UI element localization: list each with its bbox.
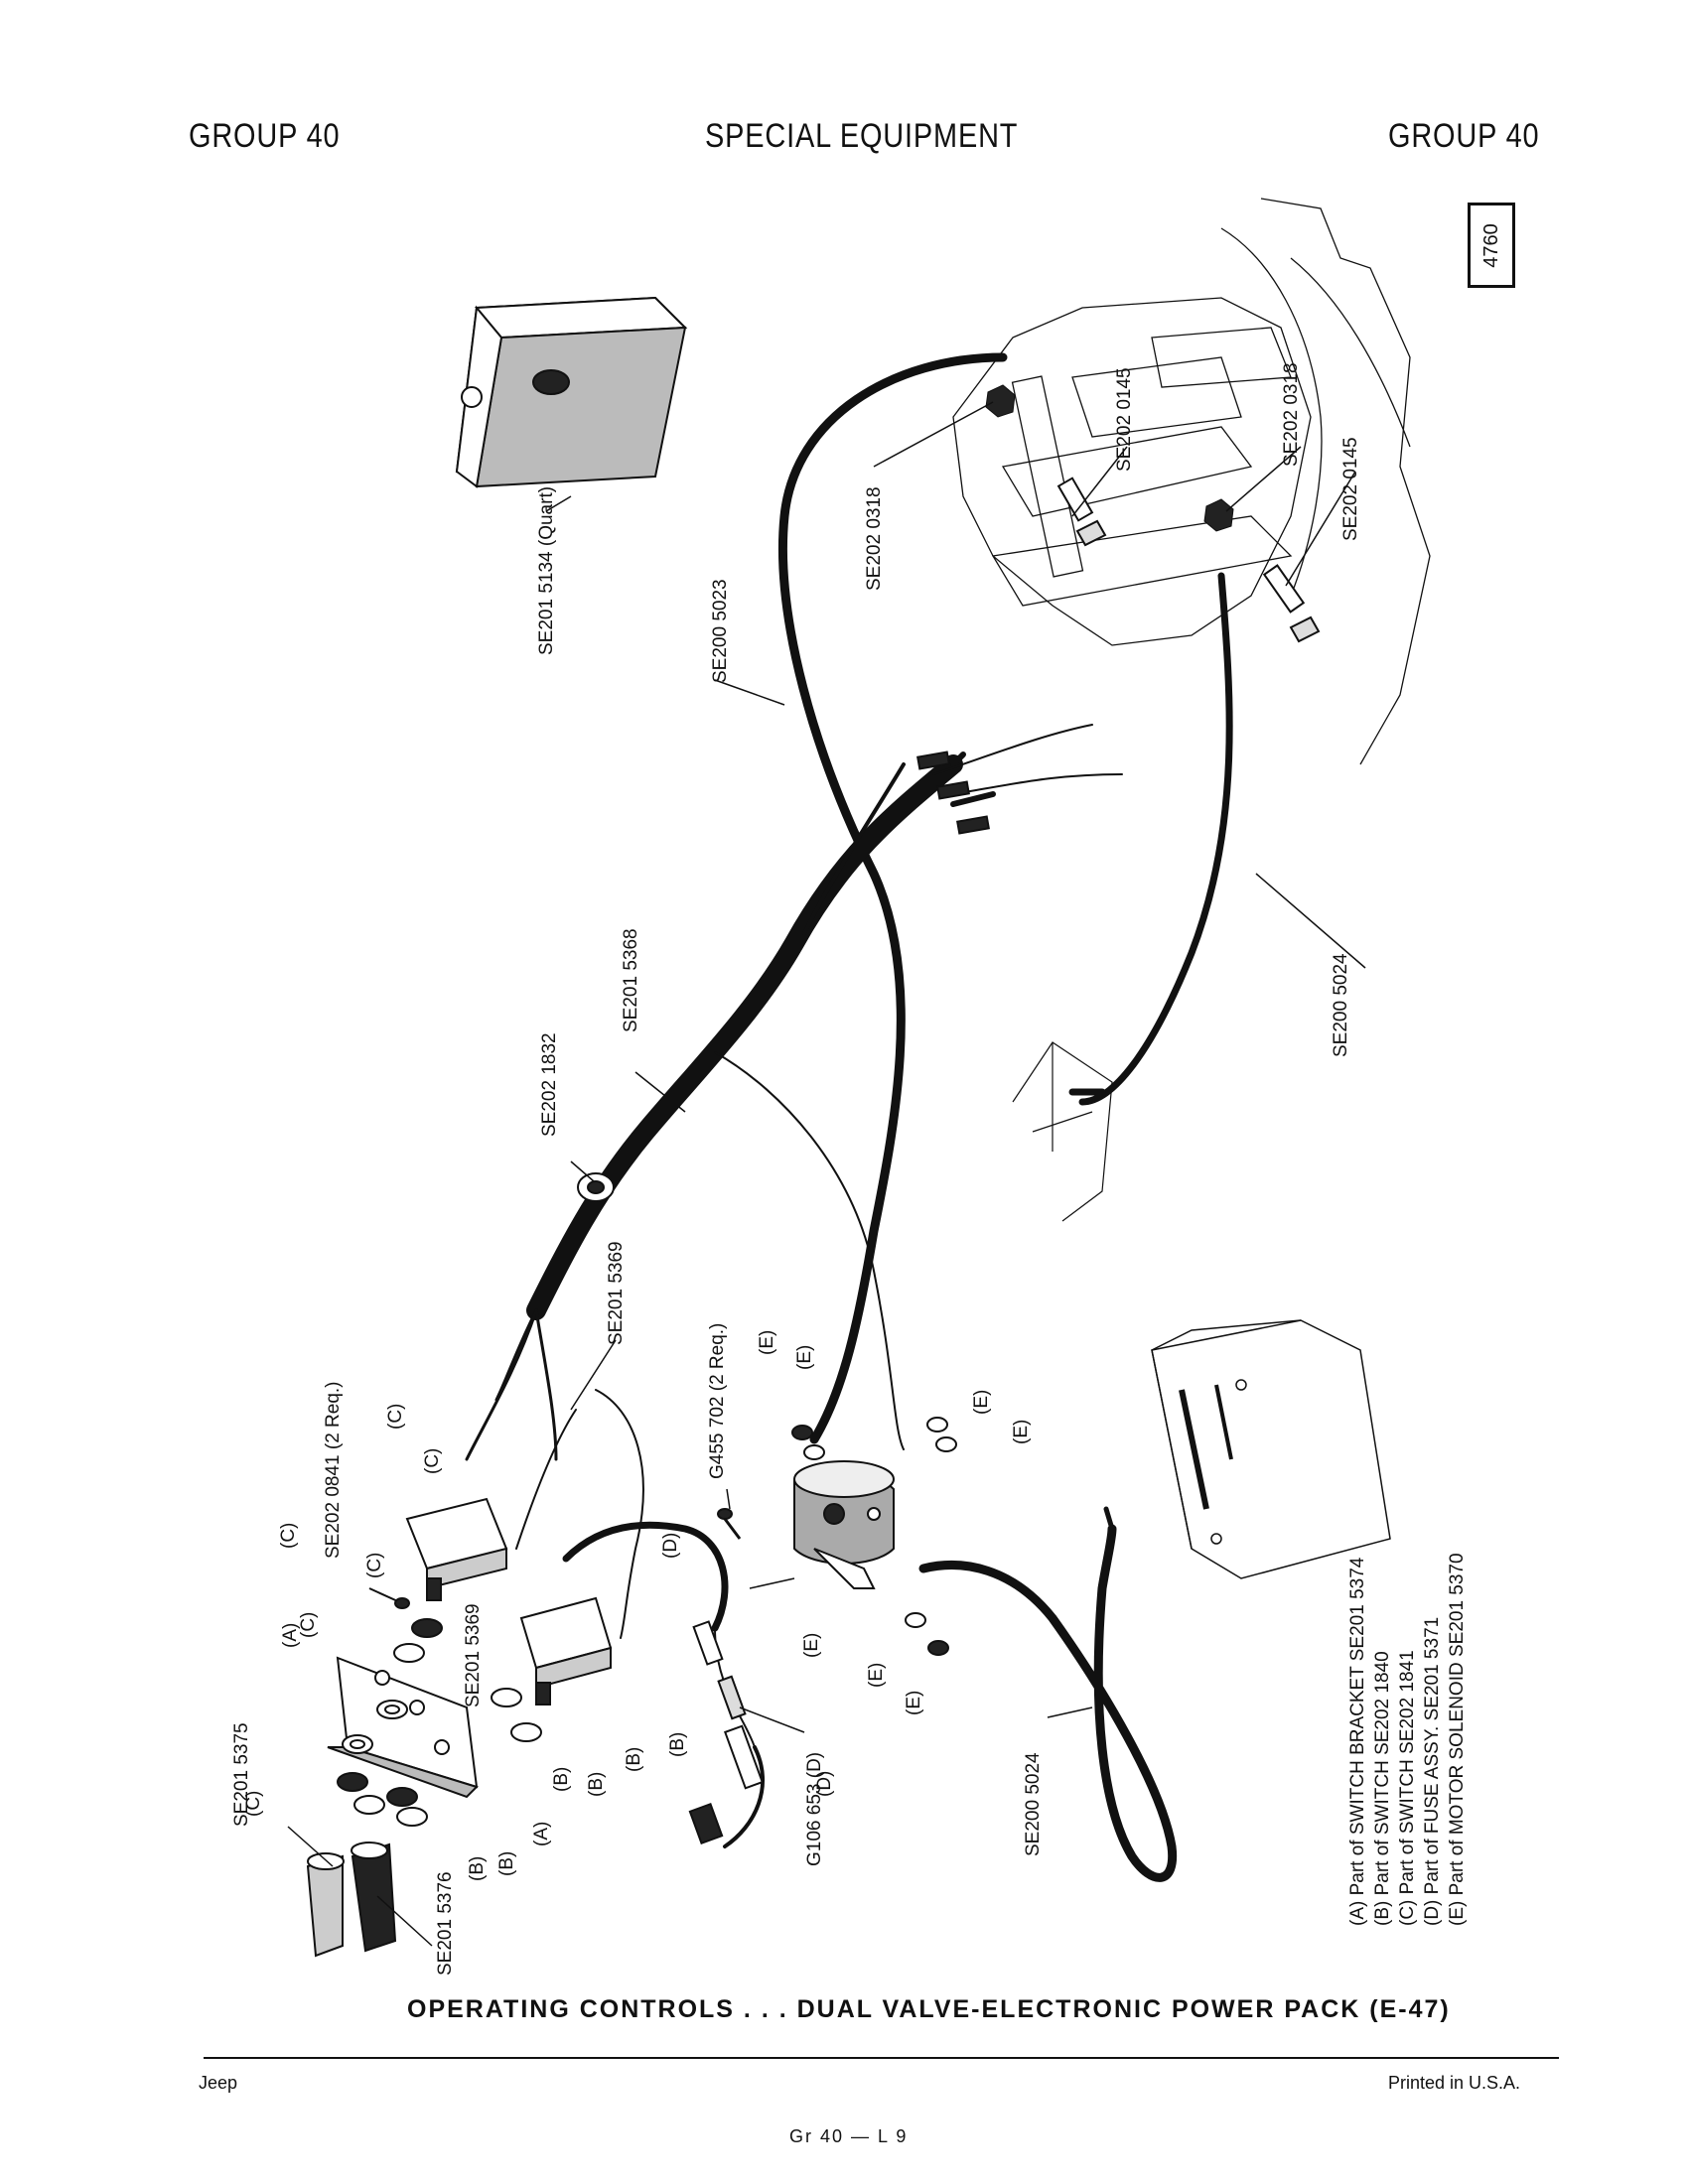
legend-item-d: (D) Part of FUSE ASSY. SE201 5371 [1422,1616,1443,1926]
leader-lines [287,401,1366,1947]
label-screw: SE202 0841 (2 Req.) [323,1381,344,1559]
header-group-left: GROUP 40 [189,117,341,155]
callout-c: (C) [364,1552,385,1578]
callout-d: (D) [814,1770,835,1797]
header-title: SPECIAL EQUIPMENT [705,117,1019,155]
label-wire-5369-mid: SE201 5369 [463,1603,484,1707]
footer-rule [204,2057,1559,2059]
callout-e: (E) [971,1389,992,1415]
label-fuse: G106 653 (D) [804,1751,825,1866]
fluid-can [455,296,688,488]
bolt-right [1262,564,1321,643]
nut-right [1203,498,1234,532]
harness-terminals [916,751,990,835]
g455-washer [717,1508,742,1540]
battery [1151,1319,1391,1579]
legend-item-a: (A) Part of SWITCH BRACKET SE201 5374 [1347,1557,1368,1926]
callout-c: (C) [243,1790,264,1817]
callout-e: (E) [801,1632,822,1658]
callout-b: (B) [551,1766,572,1792]
frame-block [1012,1041,1113,1222]
callout-b: (B) [467,1855,488,1881]
callout-b: (B) [667,1731,688,1757]
label-cable-lower: SE200 5024 [1023,1752,1044,1856]
legend-item-e: (E) Part of MOTOR SOLENOID SE201 5370 [1447,1553,1468,1926]
callout-c: (C) [278,1522,299,1549]
label-bolt-right: SE202 0145 [1340,437,1361,541]
label-harness: SE201 5368 [621,928,641,1032]
callout-a: (A) [531,1821,552,1846]
callout-e: (E) [1011,1419,1032,1444]
footer-page-ref: Gr 40 — L 9 [789,2126,909,2146]
header-group-right: GROUP 40 [1388,117,1540,155]
label-g455-washer: G455 702 (2 Req.) [707,1322,728,1479]
fuse-assy [692,1620,764,1790]
legend: (A) Part of SWITCH BRACKET SE201 5374 (B… [1345,1549,1470,1926]
label-fluid-can: SE201 5134 (Quart) [536,485,557,655]
footer-printed: Printed in U.S.A. [1388,2073,1521,2093]
callout-c: (C) [385,1403,406,1430]
callout-e: (E) [904,1690,924,1715]
callout-b: (B) [496,1850,517,1876]
label-cable-upper: SE200 5023 [710,579,731,683]
motor-solenoid [793,1460,895,1589]
page-number-box: 4760 [1468,203,1515,288]
bolt-upper [1056,477,1107,547]
cables [465,352,1233,1882]
callout-a: (A) [280,1622,301,1648]
switch-upper [405,1497,508,1601]
callout-b: (B) [586,1771,607,1797]
grommet [577,1172,615,1202]
screw [368,1587,410,1609]
callout-e: (E) [866,1662,887,1688]
switch-bracket [327,1656,479,1799]
footer-brand: Jeep [199,2073,238,2093]
label-nut-right: SE202 0318 [1281,362,1302,467]
washers [337,1417,957,1827]
label-knob-right: SE201 5376 [435,1871,456,1976]
callout-e: (E) [794,1344,815,1370]
callout-d: (D) [660,1532,681,1559]
legend-item-c: (C) Part of SWITCH SE202 1841 [1397,1650,1418,1926]
label-cable-right: SE200 5024 [1331,953,1351,1057]
label-nut-upper: SE202 0318 [864,486,885,591]
knob-right [351,1842,397,1953]
switch-lower [519,1596,613,1706]
connector [688,1802,724,1845]
figure-caption: OPERATING CONTROLS . . . DUAL VALVE-ELEC… [407,1995,1451,2023]
nut-upper [985,384,1016,418]
callout-c: (C) [422,1447,443,1474]
callout-e: (E) [757,1329,777,1355]
callout-b: (B) [624,1746,644,1772]
label-wire-5369-top: SE201 5369 [606,1241,627,1345]
knob-left [306,1852,345,1958]
legend-item-b: (B) Part of SWITCH SE202 1840 [1372,1651,1393,1926]
label-bolt-upper: SE202 0145 [1114,367,1135,472]
engine-outline [952,198,1431,765]
label-grommet: SE202 1832 [539,1032,560,1137]
